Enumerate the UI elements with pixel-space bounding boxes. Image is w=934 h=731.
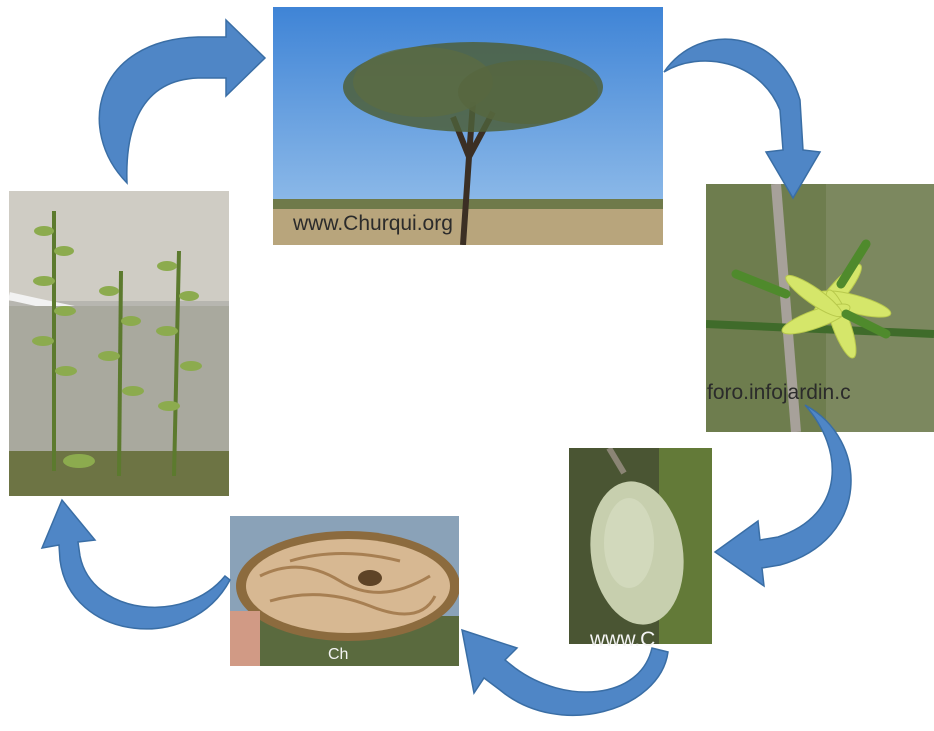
arrow-seedlings-to-tree xyxy=(99,20,265,183)
arrow-tree-to-flower xyxy=(664,39,820,198)
seedlings-photo xyxy=(9,191,229,496)
fruit-photo xyxy=(569,448,712,644)
fruit-caption: www.C xyxy=(590,628,655,652)
tree-photo xyxy=(273,7,663,245)
seed-pod-caption: Ch xyxy=(328,646,348,664)
arrow-pod-to-seedlings xyxy=(42,500,230,629)
flower-caption: foro.infojardin.c xyxy=(707,381,851,405)
arrow-flower-to-fruit xyxy=(715,405,851,586)
seed-pod-photo xyxy=(230,516,459,666)
tree-caption: www.Churqui.org xyxy=(293,212,453,236)
